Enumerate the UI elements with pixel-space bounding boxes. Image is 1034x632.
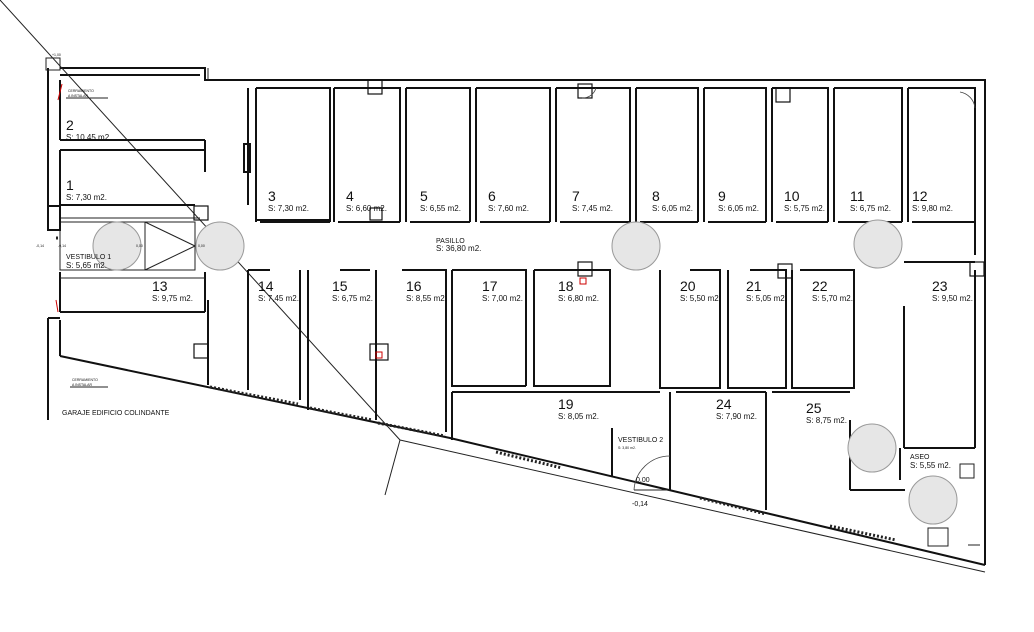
room-number: 10	[784, 188, 800, 204]
room-area: S: 6,55 m2.	[420, 204, 461, 213]
turning-circle-aseo	[908, 475, 958, 525]
room-area: S: 6,75 m2.	[332, 294, 373, 303]
pasillo-area: S: 36,80 m2.	[436, 244, 481, 253]
room-number: 11	[850, 188, 865, 204]
room-area: S: 7,90 m2.	[716, 412, 757, 421]
vestibulo1-label: VESTIBULO 1	[66, 254, 111, 261]
garaje-label: GARAJE EDIFICIO COLINDANTE	[62, 410, 170, 417]
room-number: 3	[268, 188, 276, 204]
room-number: 5	[420, 188, 428, 204]
aseo-label: ASEO	[910, 454, 930, 461]
room-area: S: 7,30 m2.	[268, 204, 309, 213]
room-number: 25	[806, 400, 822, 416]
level-v1-right: 0,00	[136, 244, 143, 248]
room-area: S: 5,50 m2.	[680, 294, 721, 303]
room-number: 7	[572, 188, 580, 204]
room-number: 4	[346, 188, 354, 204]
cerramiento-top-sub: A INSTALAR	[68, 94, 88, 98]
room-number: 21	[746, 278, 762, 294]
room-area: S: 9,80 m2.	[912, 204, 953, 213]
door-swings	[581, 87, 976, 491]
west-rooms-walls	[47, 80, 251, 385]
turning-circle-pasillo	[611, 221, 661, 271]
room-area: S: 9,75 m2.	[152, 294, 193, 303]
room-area: S: 6,05 m2.	[652, 204, 693, 213]
room-area: S: 6,05 m2.	[718, 204, 759, 213]
room-area: S: 5,70 m2.	[812, 294, 853, 303]
pasillo-label: PASILLO	[436, 238, 465, 245]
room-number: 18	[558, 278, 574, 294]
room-area: S: 10,45 m2.	[66, 133, 111, 142]
red-markers	[55, 83, 587, 359]
aseo-area: S: 5,55 m2.	[910, 461, 951, 470]
level-v2-floor: 0,00	[636, 477, 650, 484]
room-area: S: 9,50 m2.	[932, 294, 973, 303]
turning-circle-v1a	[92, 221, 142, 271]
room-area: S: 7,45 m2.	[258, 294, 299, 303]
vestibulo1-area: S: 5,65 m2.	[66, 261, 107, 270]
room-area: S: 7,45 m2.	[572, 204, 613, 213]
room-area: S: 7,60 m2.	[488, 204, 529, 213]
room-number: 15	[332, 278, 348, 294]
turning-circle-25	[847, 423, 897, 473]
level-top: +1,00	[52, 53, 61, 57]
vestibulo2-label: VESTIBULO 2	[618, 437, 663, 444]
level-v2-bottom: -0,14	[632, 501, 648, 508]
room-number: 13	[152, 278, 168, 294]
room-number: 8	[652, 188, 660, 204]
cerramiento-top-label: CERRAMIENTO	[68, 89, 94, 93]
room-number: 20	[680, 278, 696, 294]
room-number: 17	[482, 278, 498, 294]
room-area: S: 7,00 m2.	[482, 294, 523, 303]
room-number: 19	[558, 396, 574, 412]
room-number: 9	[718, 188, 726, 204]
turning-circles	[92, 219, 958, 525]
room-area: S: 7,30 m2.	[66, 193, 107, 202]
turning-circle-east	[853, 219, 903, 269]
turning-circle-v1b	[195, 221, 245, 271]
level-v1-left: -0,14	[36, 244, 44, 248]
room-area: S: 5,75 m2.	[784, 204, 825, 213]
facade-windows	[56, 236, 897, 542]
room-number: 16	[406, 278, 422, 294]
room-number: 1	[66, 177, 74, 193]
cerramiento-bottom-label: CERRAMIENTO	[72, 378, 98, 382]
room-number: 22	[812, 278, 828, 294]
level-v1-circle: 0,00	[198, 244, 205, 248]
room-number: 6	[488, 188, 496, 204]
room-number: 23	[932, 278, 948, 294]
room-area: S: 5,05 m2.	[746, 294, 787, 303]
room-number: 2	[66, 117, 74, 133]
room-number: 14	[258, 278, 274, 294]
room-area: S: 8,05 m2.	[558, 412, 599, 421]
room-area: S: 6,80 m2.	[558, 294, 599, 303]
room-area: S: 6,60 m2.	[346, 204, 387, 213]
room-labels: 1S: 7,30 m2.2S: 10,45 m2.3S: 7,30 m2.4S:…	[66, 117, 973, 425]
vestibulo2-area: S: 3,80 m2.	[618, 446, 636, 450]
room-area: S: 8,75 m2.	[806, 416, 847, 425]
room-area: S: 6,75 m2.	[850, 204, 891, 213]
level-v1-mid: -0,14	[58, 244, 66, 248]
south-rooms-walls	[247, 261, 976, 449]
room-area: S: 8,55 m2.	[406, 294, 447, 303]
outer-walls	[0, 0, 986, 573]
room-number: 12	[912, 188, 928, 204]
north-rooms-walls	[255, 87, 976, 255]
cerramiento-bottom-sub: A INSTALAR	[72, 383, 92, 387]
room-number: 24	[716, 396, 732, 412]
